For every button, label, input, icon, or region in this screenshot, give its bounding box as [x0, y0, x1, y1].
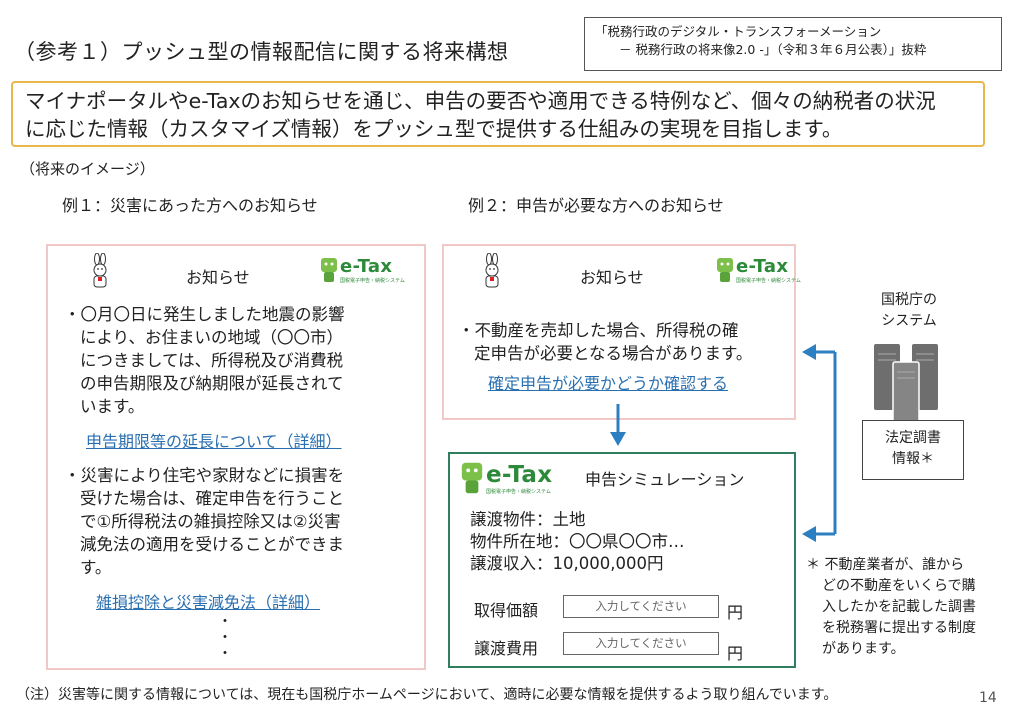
text-line: す。 — [80, 558, 112, 577]
etax-wordmark: e-Tax — [340, 256, 393, 277]
text-line: 定申告が必要となる場合があります。 — [474, 344, 753, 363]
summary-line-2: に応じた情報（カスタマイズ情報）をプッシュ型で提供する仕組みの実現を目指します。 — [25, 117, 843, 141]
down-arrow-icon — [610, 404, 626, 446]
text-line: ・災害により住宅や家財などに損害を — [64, 466, 345, 485]
transfer-expense-unit: 円 — [727, 644, 744, 663]
etax-wordmark: e-Tax — [736, 256, 789, 277]
etax-subtitle: 国税電子申告・納税システム — [736, 278, 801, 284]
page-footnote: （注）災害等に関する情報については、現在も国税庁ホームページにおいて、適時に必要… — [16, 687, 838, 703]
text-line: につきましては、所得税及び消費税 — [80, 351, 344, 370]
simulation-etax-logo: e-Tax 国税電子申告・納税システム — [458, 460, 552, 496]
example1-notice-panel — [46, 244, 426, 670]
simulation-title: 申告シミュレーション — [585, 470, 745, 489]
example1-heading: 例１：災害にあった方へのお知らせ — [62, 196, 318, 215]
note-line: があります。 — [822, 641, 905, 657]
casualty-loss-link[interactable]: 雑損控除と災害減免法（詳細） — [96, 593, 321, 612]
check-filing-required-link[interactable]: 確定申告が必要かどうか確認する — [488, 374, 729, 393]
transfer-income: 譲渡収入：10,000,000円 — [470, 554, 664, 573]
etax-mascot-icon — [717, 258, 733, 282]
etax-subtitle: 国税電子申告・納税システム — [340, 278, 405, 284]
example1-item2: ・災害により住宅や家財などに損害を 受けた場合は、確定申告を行うこと で①所得税… — [64, 464, 344, 579]
example2-item: ・不動産を売却した場合、所得税の確 定申告が必要となる場合があります。 — [458, 319, 752, 365]
summary-box: マイナポータルやe-Taxのお知らせを通じ、申告の要否や適用できる特例など、個々… — [11, 81, 985, 147]
transfer-expense-label: 譲渡費用 — [474, 639, 539, 658]
deadline-extension-link[interactable]: 申告期限等の延長について（詳細） — [86, 432, 342, 451]
note-line: ＊ 不動産業者が、誰から — [806, 557, 965, 573]
rabbit-mascot-icon — [485, 253, 499, 288]
star-footnote: ＊ 不動産業者が、誰から どの不動産をいくらで購 入したかを記載した調書 を税務… — [806, 555, 976, 660]
info-flow-arrows — [802, 344, 837, 542]
example2-notice-title: お知らせ — [580, 268, 644, 287]
nta-system-label: 国税庁の システム — [881, 292, 937, 329]
property-details: 譲渡物件：土地 物件所在地：〇〇県〇〇市… 譲渡収入：10,000,000円 — [470, 509, 685, 575]
server-icon — [874, 344, 938, 426]
acquisition-cost-input[interactable]: 入力してください — [563, 595, 719, 618]
etax-mascot-icon — [321, 258, 337, 282]
text-line: ・不動産を売却した場合、所得税の確 — [458, 321, 739, 340]
source-line-2: － 税務行政の将来像2.0 -」（令和３年６月公表）」抜粋 — [619, 42, 927, 57]
text-line: の申告期限及び納期限が延長されて — [80, 374, 344, 393]
transfer-expense-input[interactable]: 入力してください — [563, 632, 719, 655]
acquisition-cost-label: 取得価額 — [474, 601, 539, 620]
text-line: で①所得税法の雑損控除又は②災害 — [80, 512, 341, 531]
example1-notice-title: お知らせ — [186, 268, 250, 287]
text-line: により、お住まいの地域（〇〇市） — [80, 328, 344, 347]
text-line: 減免法の適用を受けることができま — [80, 535, 344, 554]
page-number: 14 — [979, 690, 997, 706]
text-line: います。 — [80, 397, 145, 416]
statutory-record-info-document: 法定調書 情報＊ — [862, 420, 964, 480]
source-line-1: 「税務行政のデジタル・トランスフォーメーション — [595, 24, 882, 39]
example2-heading: 例２：申告が必要な方へのお知らせ — [468, 196, 724, 215]
example2-etax-logo: e-Tax 国税電子申告・納税システム — [714, 256, 801, 284]
property-type: 譲渡物件：土地 — [470, 510, 586, 529]
rabbit-mascot-icon — [93, 253, 107, 288]
example1-item1: ・〇月〇日に発生しました地震の影響 により、お住まいの地域（〇〇市） につきまし… — [64, 303, 345, 418]
acquisition-cost-unit: 円 — [727, 603, 744, 622]
etax-subtitle: 国税電子申告・納税システム — [486, 488, 551, 495]
text-line: 受けた場合は、確定申告を行うこと — [80, 489, 344, 508]
text-line: ・〇月〇日に発生しました地震の影響 — [64, 305, 345, 324]
etax-wordmark: e-Tax — [486, 461, 553, 488]
example1-etax-logo: e-Tax 国税電子申告・納税システム — [318, 256, 405, 284]
summary-line-1: マイナポータルやe-Taxのお知らせを通じ、申告の要否や適用できる特例など、個々… — [25, 89, 936, 113]
future-image-label: （将来のイメージ） — [20, 160, 155, 178]
note-line: を税務署に提出する制度 — [822, 620, 976, 636]
note-line: どの不動産をいくらで購 — [822, 578, 976, 594]
continuation-dots: ・ ・ ・ — [218, 614, 232, 662]
page-title: （参考１）プッシュ型の情報配信に関する将来構想 — [14, 40, 509, 64]
note-line: 入したかを記載した調書 — [822, 599, 976, 615]
etax-mascot-icon — [461, 462, 483, 494]
source-citation-box: 「税務行政のデジタル・トランスフォーメーション － 税務行政の将来像2.0 -」… — [584, 17, 1002, 71]
property-location: 物件所在地：〇〇県〇〇市… — [470, 532, 685, 551]
